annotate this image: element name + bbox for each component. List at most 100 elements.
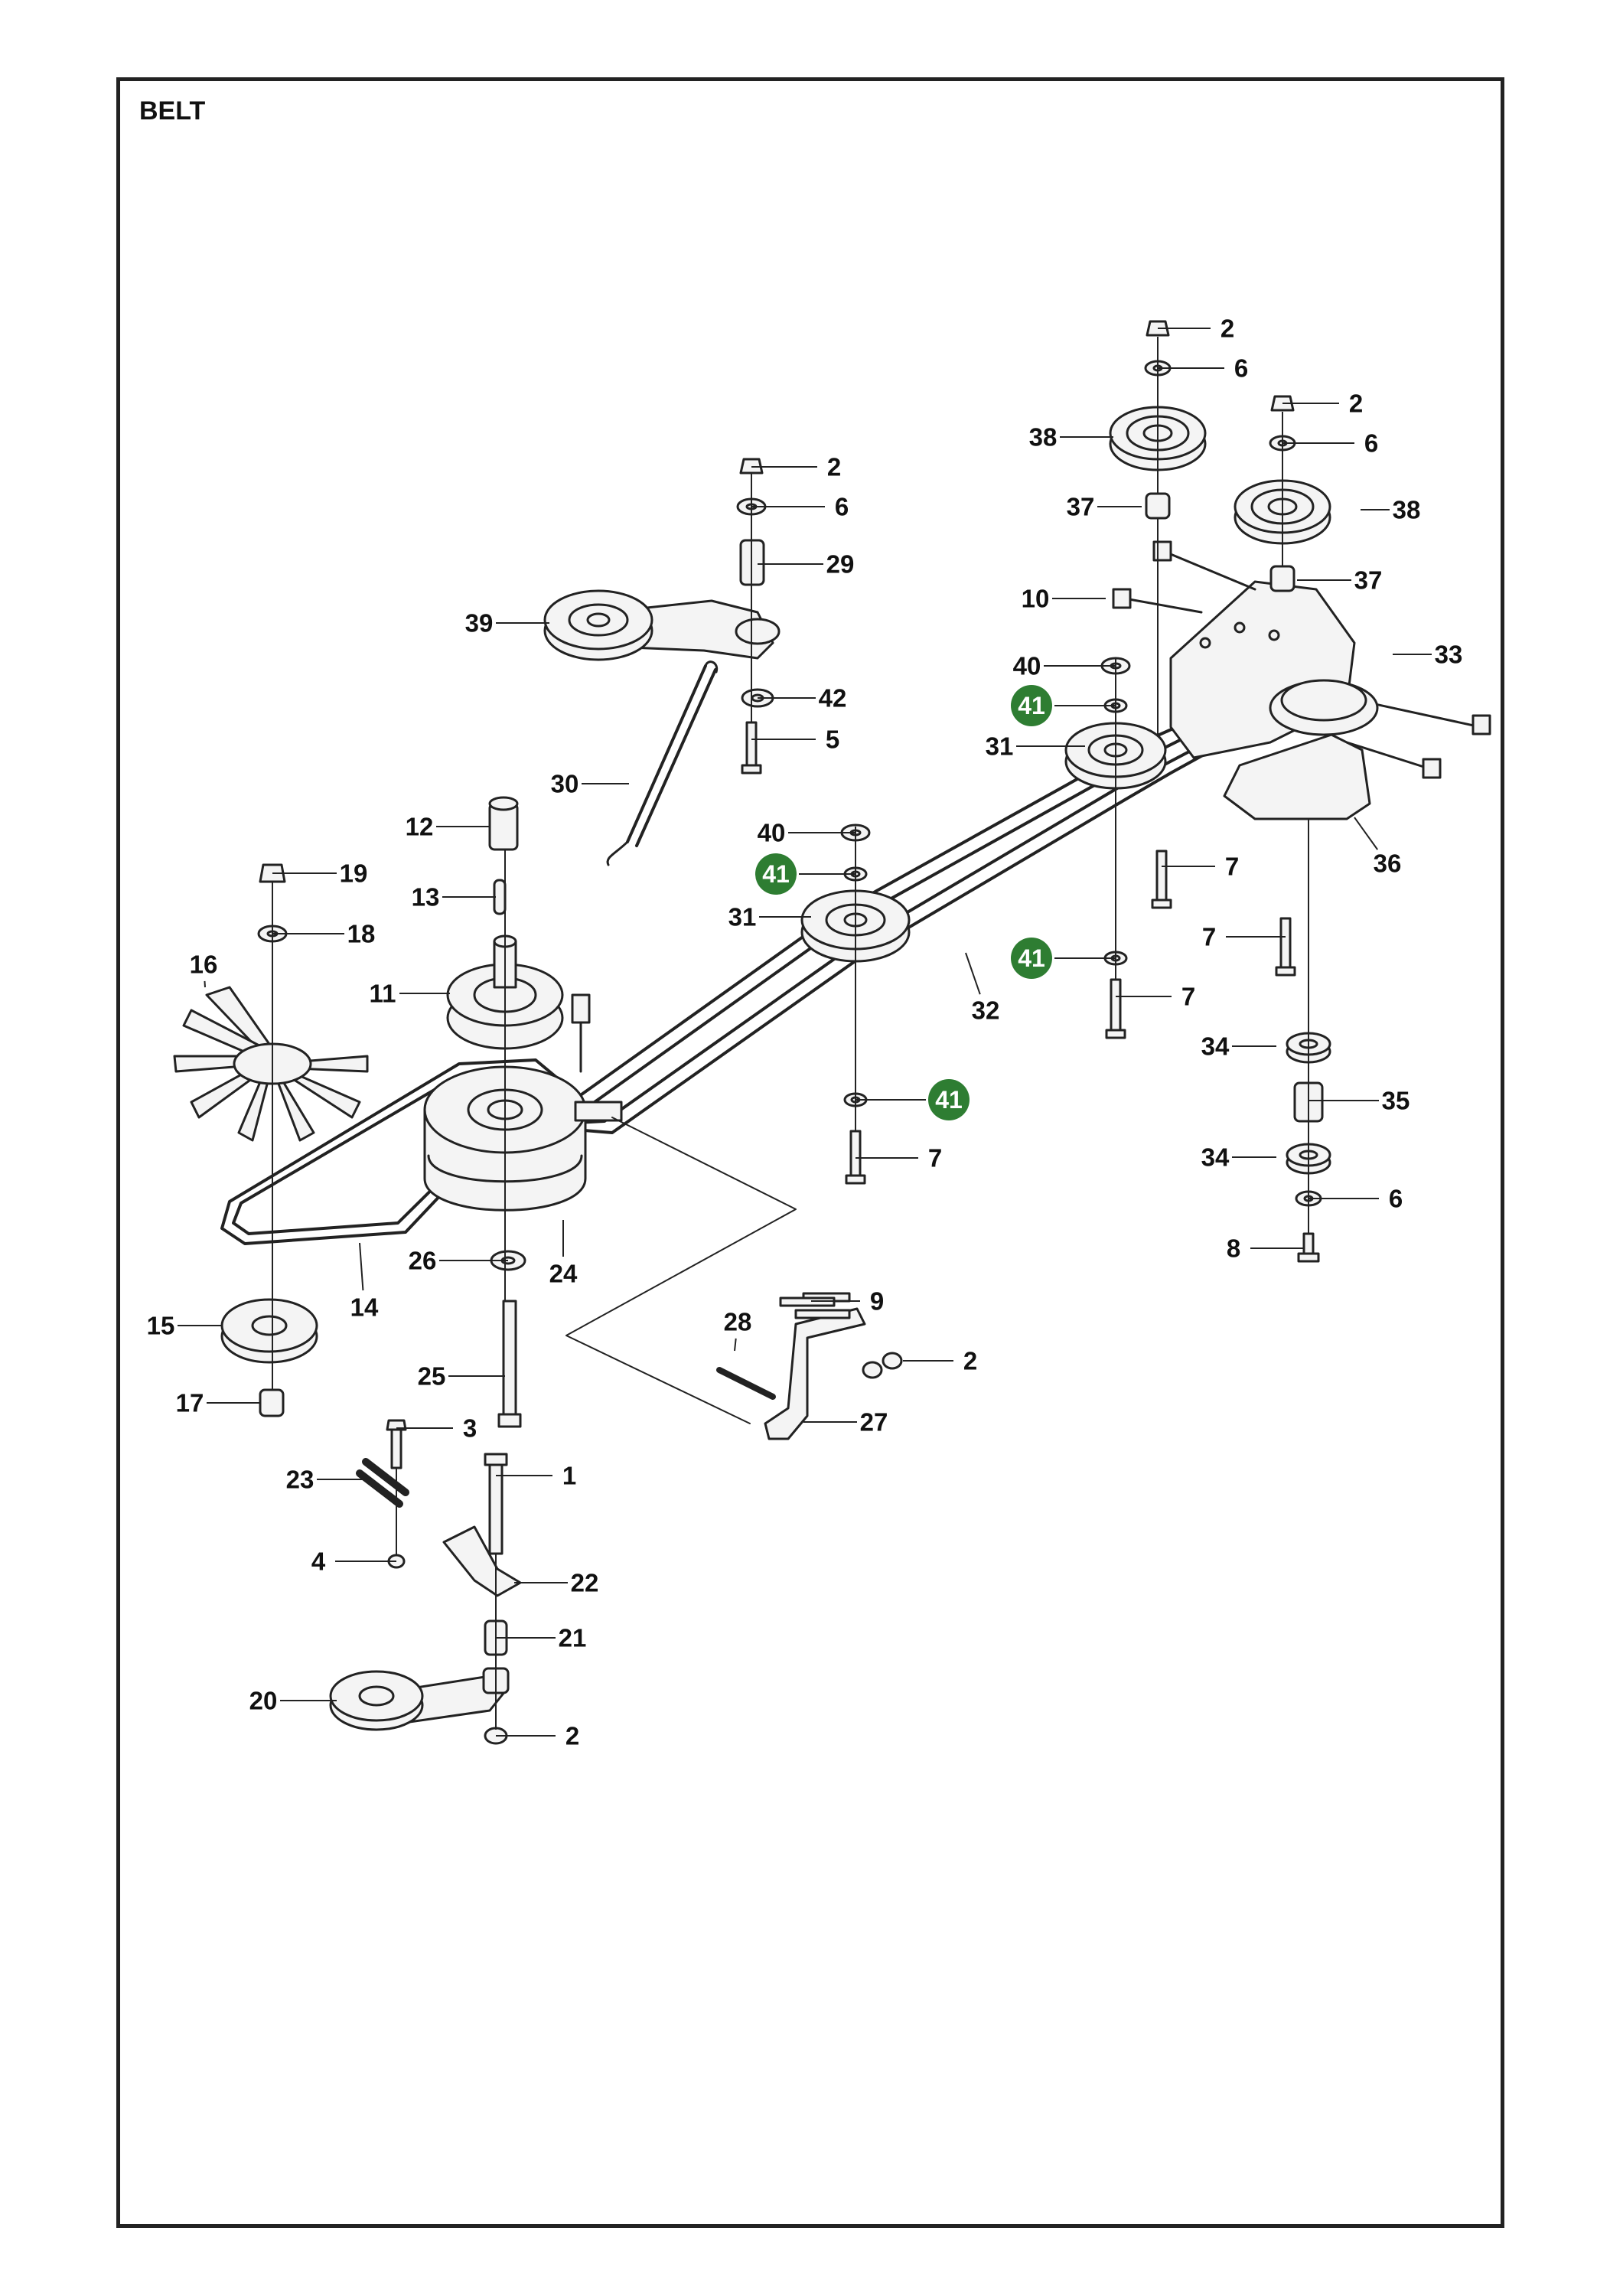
callout-label: 7 xyxy=(1225,853,1239,881)
callout-41: 41 xyxy=(855,1079,970,1120)
callout-29: 29 xyxy=(758,550,854,579)
bolt-25 xyxy=(497,1300,522,1428)
callout-label: 41 xyxy=(1018,944,1045,972)
callout-label: 5 xyxy=(826,726,839,754)
highlight-badge xyxy=(1011,938,1052,979)
callout-20: 20 xyxy=(249,1687,337,1715)
fan-16 xyxy=(173,986,369,1142)
bolt-7-right xyxy=(1105,978,1126,1039)
callout-32: 32 xyxy=(965,952,1000,1025)
callout-22: 22 xyxy=(514,1569,598,1597)
callout-21: 21 xyxy=(496,1624,586,1652)
callout-label: 28 xyxy=(724,1308,752,1336)
callout-7: 7 xyxy=(1116,983,1195,1011)
callout-18: 18 xyxy=(272,920,375,948)
leader-line xyxy=(1354,817,1378,850)
callout-41: 41 xyxy=(1011,685,1116,726)
callout-label: 1 xyxy=(562,1462,576,1490)
callout-4: 4 xyxy=(311,1548,396,1576)
leader-line xyxy=(734,1338,737,1352)
callout-label: 10 xyxy=(1022,585,1050,613)
callout-41: 41 xyxy=(1011,938,1116,979)
bolt-7-far xyxy=(1275,917,1296,977)
sensor-plug xyxy=(571,993,591,1073)
callout-label: 37 xyxy=(1067,493,1095,521)
spacer-37-right xyxy=(1269,565,1295,592)
callout-2: 2 xyxy=(1282,390,1363,418)
callout-label: 15 xyxy=(147,1312,175,1340)
leader-line xyxy=(359,1242,364,1291)
callout-38: 38 xyxy=(1361,496,1420,524)
callout-label: 24 xyxy=(549,1260,578,1288)
callout-label: 42 xyxy=(819,684,847,713)
callout-label: 36 xyxy=(1374,850,1402,878)
callout-28: 28 xyxy=(724,1308,752,1352)
callout-6: 6 xyxy=(1309,1185,1403,1213)
callout-40: 40 xyxy=(1013,652,1116,680)
callout-label: 25 xyxy=(418,1362,446,1391)
callout-label: 34 xyxy=(1201,1143,1230,1172)
callout-2: 2 xyxy=(1158,315,1234,343)
callout-41: 41 xyxy=(755,853,855,895)
callout-label: 32 xyxy=(972,996,1000,1025)
callout-label: 6 xyxy=(1389,1185,1403,1213)
callout-label: 3 xyxy=(463,1414,477,1443)
callout-label: 6 xyxy=(1364,429,1378,458)
callout-label: 19 xyxy=(340,859,368,888)
callout-35: 35 xyxy=(1309,1087,1410,1115)
callout-label: 7 xyxy=(928,1144,942,1172)
callout-label: 37 xyxy=(1354,566,1383,595)
callout-label: 14 xyxy=(350,1293,379,1322)
leader-line xyxy=(965,952,981,995)
callout-7: 7 xyxy=(1202,923,1286,951)
callout-12: 12 xyxy=(406,813,490,841)
idler-arm-39 xyxy=(543,589,781,661)
callout-6: 6 xyxy=(751,493,849,521)
callout-label: 41 xyxy=(762,860,790,888)
callout-2: 2 xyxy=(751,453,841,481)
callout-label: 8 xyxy=(1227,1234,1240,1263)
bolt-9 xyxy=(779,1296,851,1319)
callout-40: 40 xyxy=(758,819,855,847)
callout-39: 39 xyxy=(465,609,549,638)
callout-label: 33 xyxy=(1435,641,1463,669)
callout-2: 2 xyxy=(903,1347,977,1375)
callout-label: 6 xyxy=(1234,354,1248,383)
callout-label: 2 xyxy=(565,1722,579,1750)
spring-30 xyxy=(606,660,719,866)
callout-label: 20 xyxy=(249,1687,278,1715)
bracket-22 xyxy=(442,1525,522,1597)
callout-17: 17 xyxy=(176,1389,260,1417)
callout-23: 23 xyxy=(286,1466,366,1494)
callout-label: 4 xyxy=(311,1548,326,1576)
callout-label: 2 xyxy=(1221,315,1234,343)
callout-11: 11 xyxy=(370,980,450,1008)
callout-33: 33 xyxy=(1393,641,1462,669)
callout-7: 7 xyxy=(1162,853,1239,881)
callout-label: 34 xyxy=(1201,1032,1230,1061)
bolt-1 xyxy=(484,1453,508,1555)
callout-label: 18 xyxy=(347,920,376,948)
spacer-37-left xyxy=(1145,492,1171,520)
callout-label: 11 xyxy=(370,980,396,1008)
callout-label: 35 xyxy=(1382,1087,1410,1115)
callout-label: 9 xyxy=(870,1287,884,1316)
callout-label: 31 xyxy=(986,732,1014,761)
callout-label: 31 xyxy=(728,903,757,931)
callout-10: 10 xyxy=(1022,585,1106,613)
callout-label: 7 xyxy=(1181,983,1195,1011)
callout-42: 42 xyxy=(758,684,846,713)
callout-label: 38 xyxy=(1393,496,1421,524)
callout-label: 2 xyxy=(1349,390,1363,418)
callout-label: 27 xyxy=(860,1408,888,1437)
highlight-badge xyxy=(755,853,797,895)
leader-line xyxy=(204,980,206,988)
bolt-5 xyxy=(741,721,762,775)
callout-label: 30 xyxy=(551,770,579,798)
callout-label: 21 xyxy=(559,1624,587,1652)
callout-7: 7 xyxy=(855,1144,942,1172)
callout-15: 15 xyxy=(147,1312,222,1340)
callout-13: 13 xyxy=(412,883,496,912)
callout-layer: 2626383837371033404131367741734353468262… xyxy=(147,315,1463,1750)
callout-31: 31 xyxy=(986,732,1085,761)
